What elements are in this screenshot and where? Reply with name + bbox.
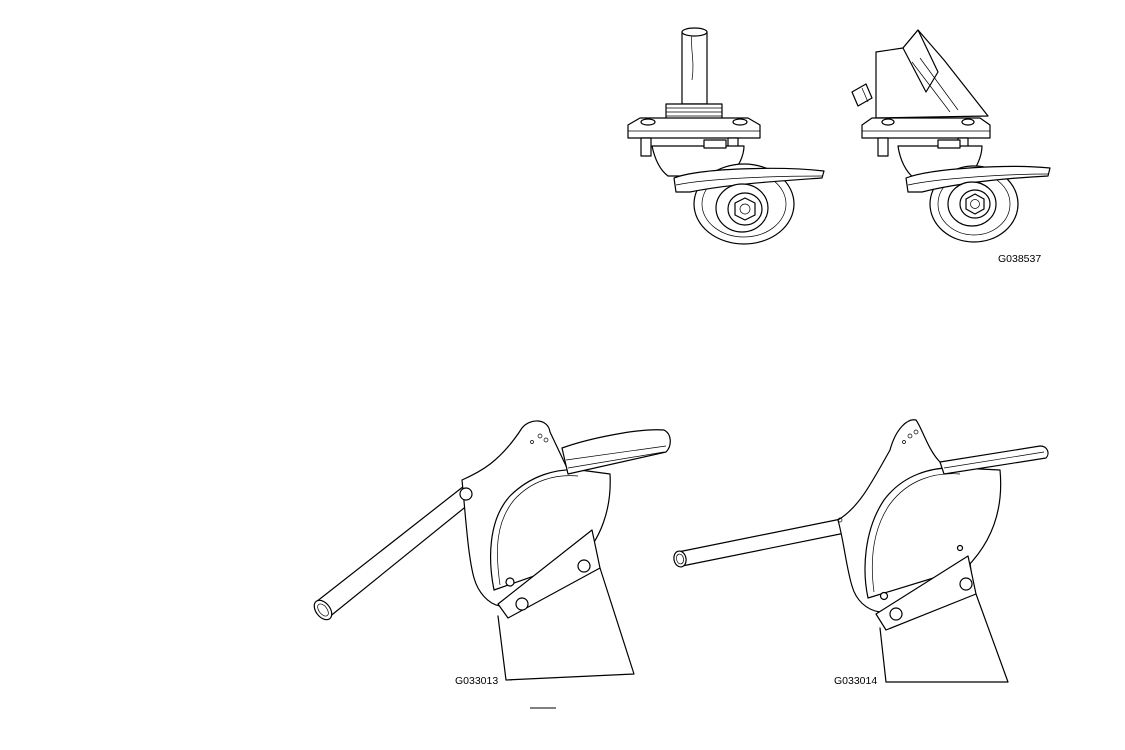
foot-lever-left-drawing	[313, 420, 671, 681]
caster-stem-drawing	[627, 27, 825, 245]
caster-plate-drawing	[851, 29, 1051, 243]
figure-code-lever-right: G033014	[834, 675, 877, 687]
figure-code-casters: G038537	[998, 253, 1041, 265]
figure-code-lever-left: G033013	[455, 675, 498, 687]
foot-lever-right-drawing	[673, 419, 1049, 683]
